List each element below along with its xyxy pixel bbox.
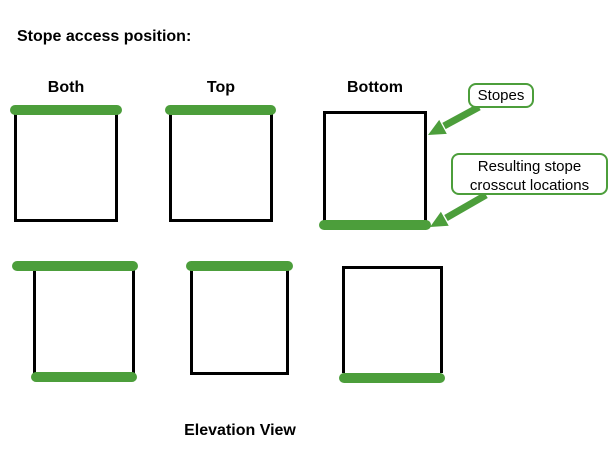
crosscut-bar-row1-both-top	[10, 105, 122, 115]
column-label-both: Both	[47, 79, 85, 96]
elevation-view-label: Elevation View	[184, 422, 296, 439]
stope-square-row2-bottom	[342, 266, 443, 373]
stope-square-row2-top	[190, 266, 289, 375]
callout-crosscut-line1: Resulting stope	[477, 158, 582, 175]
callout-stopes: Stopes	[468, 83, 534, 108]
column-label-bottom: Bottom	[347, 79, 403, 96]
callout-stopes-label: Stopes	[477, 87, 525, 104]
crosscut-bar-row2-bottom-bottom	[339, 373, 445, 383]
stope-square-row1-top	[169, 110, 273, 222]
page-title: Stope access position:	[17, 28, 192, 45]
callout-crosscut-locations: Resulting stope crosscut locations	[451, 153, 608, 195]
arrow-to-crosscut-icon	[430, 191, 488, 227]
crosscut-bar-row1-top-top	[165, 105, 276, 115]
crosscut-bar-row2-both-bottom	[31, 372, 137, 382]
crosscut-bar-row2-both-top	[12, 261, 138, 271]
stope-square-row1-bottom	[323, 111, 427, 222]
stope-square-row1-both	[14, 110, 118, 222]
crosscut-bar-row2-top-top	[186, 261, 293, 271]
arrow-to-stope-icon	[428, 103, 481, 135]
column-label-top: Top	[206, 79, 236, 96]
callout-crosscut-line2: crosscut locations	[469, 177, 590, 194]
stope-square-row2-both	[33, 266, 135, 375]
crosscut-bar-row1-bottom-bottom	[319, 220, 431, 230]
